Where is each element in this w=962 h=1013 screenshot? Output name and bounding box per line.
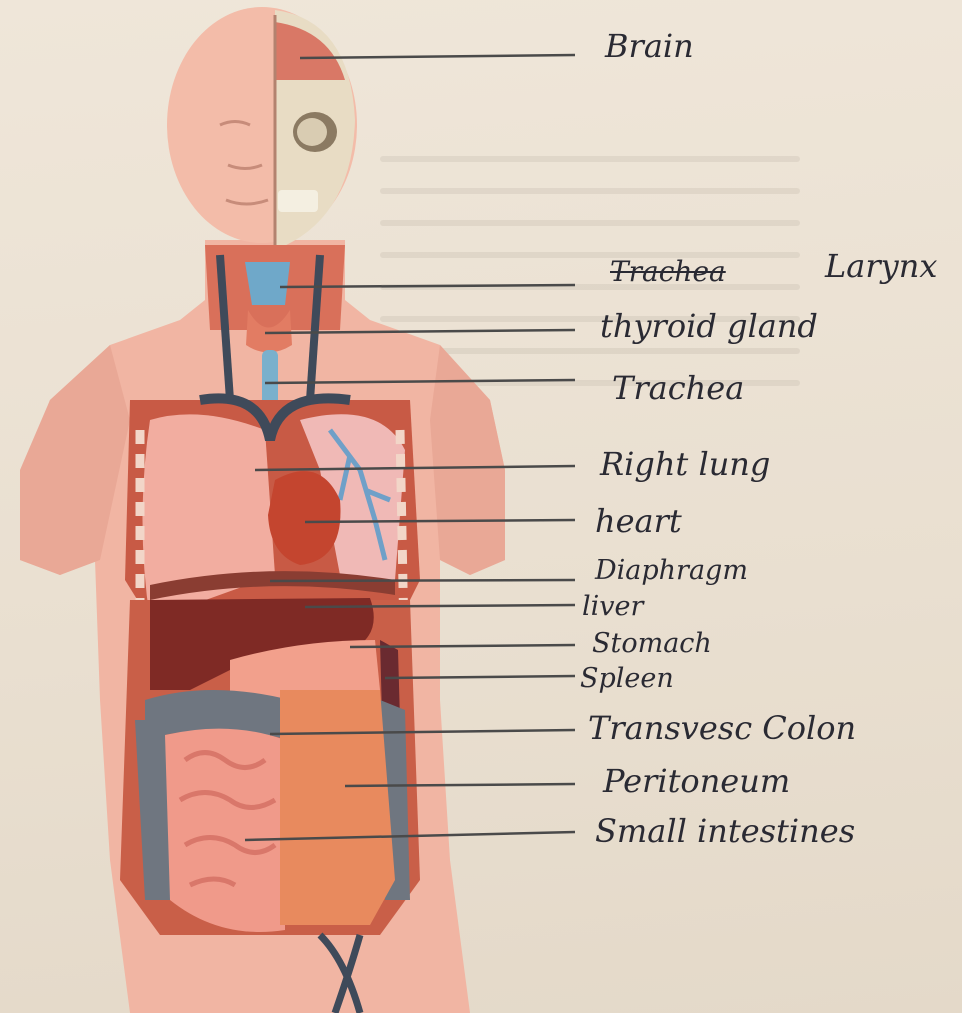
label-heart: heart	[595, 505, 682, 537]
label-larynx: Larynx	[825, 250, 937, 282]
label-thyroid-gland: thyroid gland	[600, 310, 818, 342]
leader-brain	[300, 55, 575, 58]
label-small-intestines: Small intestines	[595, 815, 855, 847]
larynx-organ	[245, 262, 290, 305]
teeth	[278, 190, 318, 212]
label-spleen: Spleen	[580, 665, 674, 692]
peritoneum-organ	[280, 690, 395, 925]
label-transverse-colon: Transvesc Colon	[588, 712, 856, 744]
label-trachea: Trachea	[612, 372, 744, 404]
label-brain: Brain	[605, 30, 694, 62]
label-larynx-crossed-out: Trachea	[610, 255, 726, 288]
right-arm-shade	[430, 345, 505, 575]
label-diaphragm: Diaphragm	[595, 557, 748, 584]
label-stomach: Stomach	[592, 630, 712, 657]
leader-diaphragm	[270, 580, 575, 581]
label-right-lung: Right lung	[600, 448, 770, 480]
label-liver: liver	[582, 593, 643, 620]
label-peritoneum: Peritoneum	[603, 765, 790, 797]
eyeball	[297, 118, 327, 146]
